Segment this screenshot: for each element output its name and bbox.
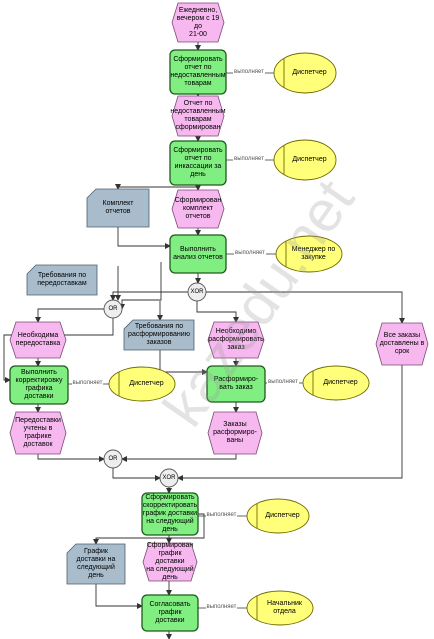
assignment-label: выполняет — [205, 512, 238, 519]
event-shape-e8 — [207, 411, 263, 455]
event-shape-e6 — [375, 322, 429, 366]
role-shape-r4 — [108, 366, 176, 402]
event-shape-e5 — [207, 321, 265, 359]
event-shape-e9 — [142, 542, 198, 582]
function-shape-f7 — [141, 594, 199, 632]
flow-connector — [196, 301, 239, 323]
assignment-label: выполняет — [233, 156, 265, 163]
role-shape-r7 — [246, 590, 314, 626]
flow-connector — [159, 350, 208, 375]
role-shape-r2 — [273, 139, 337, 181]
event-shape-e1 — [171, 2, 225, 43]
assignment-label: выполняет — [267, 379, 299, 386]
connector-shape-x2 — [159, 468, 179, 488]
assignment-label: выполняет — [234, 250, 266, 257]
event-shape-e4 — [9, 321, 67, 359]
function-shape-f2 — [169, 140, 227, 186]
assignment-label: выполняет — [233, 69, 265, 76]
event-shape-e7 — [9, 411, 67, 455]
document-shape-d2 — [26, 264, 98, 296]
document-shape-d4 — [66, 543, 126, 585]
function-shape-f1 — [169, 49, 227, 95]
role-shape-r6 — [246, 498, 310, 534]
document-shape-d1 — [86, 188, 150, 228]
flow-connector — [206, 291, 405, 324]
role-shape-r5 — [302, 365, 370, 401]
connector-shape-o1 — [103, 299, 123, 319]
event-shape-e2 — [171, 95, 225, 137]
flow-connector — [35, 308, 104, 323]
event-shape-e3 — [171, 189, 225, 229]
flow-connector — [115, 184, 199, 190]
connector-shape-x1 — [187, 282, 207, 302]
flow-connector — [177, 365, 403, 481]
function-shape-f4 — [9, 365, 69, 405]
assignment-label: выполняет — [205, 604, 238, 611]
function-shape-f6 — [141, 492, 199, 536]
function-shape-f3 — [169, 234, 227, 274]
flow-connector — [117, 227, 171, 249]
flow-connector — [112, 468, 161, 481]
role-shape-r3 — [275, 235, 343, 273]
flow-connector — [119, 262, 162, 310]
flow-connector — [121, 454, 237, 462]
role-shape-r1 — [273, 52, 337, 94]
flow-connector — [95, 584, 143, 609]
flow-connector — [93, 513, 205, 545]
connector-shape-o2 — [103, 449, 123, 469]
document-shape-d3 — [123, 319, 195, 351]
assignment-label: выполняет — [71, 380, 104, 387]
function-shape-f5 — [206, 365, 266, 403]
flow-connector — [3, 318, 114, 383]
flow-connector — [37, 454, 105, 462]
flow-connector — [110, 291, 188, 301]
